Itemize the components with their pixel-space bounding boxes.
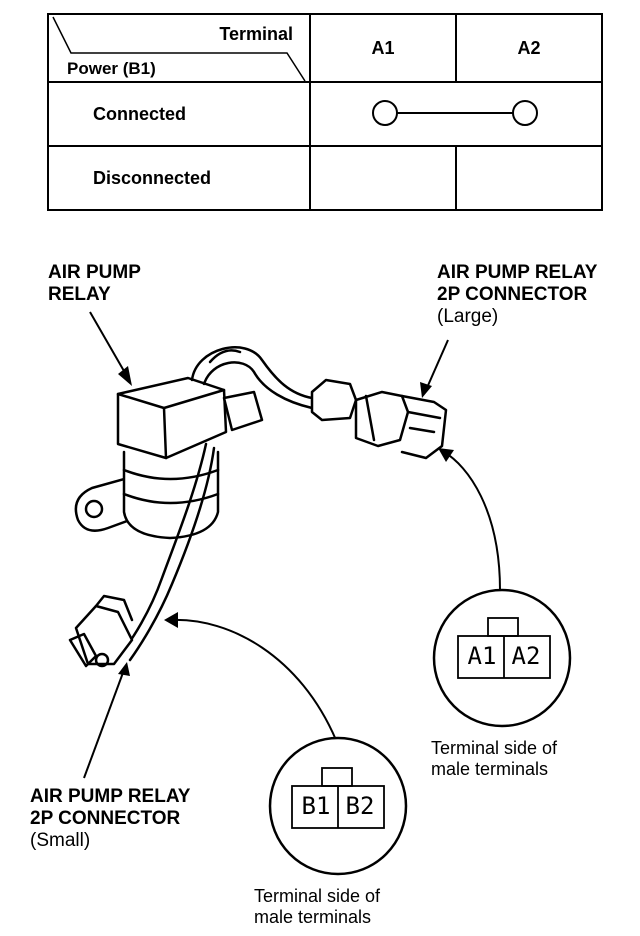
small-view-arrowhead — [164, 612, 178, 628]
table-corner-header: Terminal Power (B1) — [47, 13, 311, 83]
pin-label-b2: B2 — [345, 792, 375, 820]
small-connector-leader-line — [83, 669, 125, 779]
small-connector-caption: Terminal side of male terminals — [254, 886, 381, 927]
continuity-cell-connected — [309, 81, 603, 147]
relay-label: AIR PUMP RELAY — [48, 262, 141, 305]
relay-leader-line — [89, 311, 129, 379]
large-view-arrowhead — [438, 448, 454, 462]
large-view-arrow-line — [443, 451, 501, 591]
small-connector-arrowhead — [118, 662, 130, 676]
large-connector-view — [432, 588, 572, 728]
small-view-arrow-line — [171, 618, 337, 741]
relay-cap-icon — [116, 376, 228, 460]
large-connector-caption: Terminal side of male terminals — [431, 738, 558, 779]
large-connector-leader-line — [425, 339, 449, 391]
cell-disconnected-a1 — [309, 145, 457, 211]
pin-label-a1: A1 — [467, 642, 497, 670]
column-header-a2: A2 — [455, 13, 603, 83]
continuity-table: Terminal Power (B1) A1 A2 Connected Disc… — [47, 13, 603, 211]
small-connector-label: AIR PUMP RELAY 2P CONNECTOR (Small) — [30, 786, 191, 851]
pin-label-a2: A2 — [511, 642, 541, 670]
terminal-a1-circle — [372, 100, 398, 126]
cell-disconnected-a2 — [455, 145, 603, 211]
pin-label-b1: B1 — [301, 792, 331, 820]
large-connector-icon — [354, 390, 410, 448]
terminal-a2-circle — [512, 100, 538, 126]
power-header: Power (B1) — [67, 59, 156, 78]
relay-arrowhead — [118, 366, 132, 386]
continuity-symbol — [372, 100, 538, 126]
bracket-icon — [74, 476, 132, 532]
corner-diagonal — [52, 16, 306, 81]
row-label-disconnected: Disconnected — [47, 145, 311, 211]
row-label-connected: Connected — [47, 81, 311, 147]
column-header-a1: A1 — [309, 13, 457, 83]
large-connector-arrowhead — [420, 382, 432, 398]
large-connector-label: AIR PUMP RELAY 2P CONNECTOR (Large) — [437, 262, 598, 327]
terminal-header: Terminal — [219, 24, 293, 44]
